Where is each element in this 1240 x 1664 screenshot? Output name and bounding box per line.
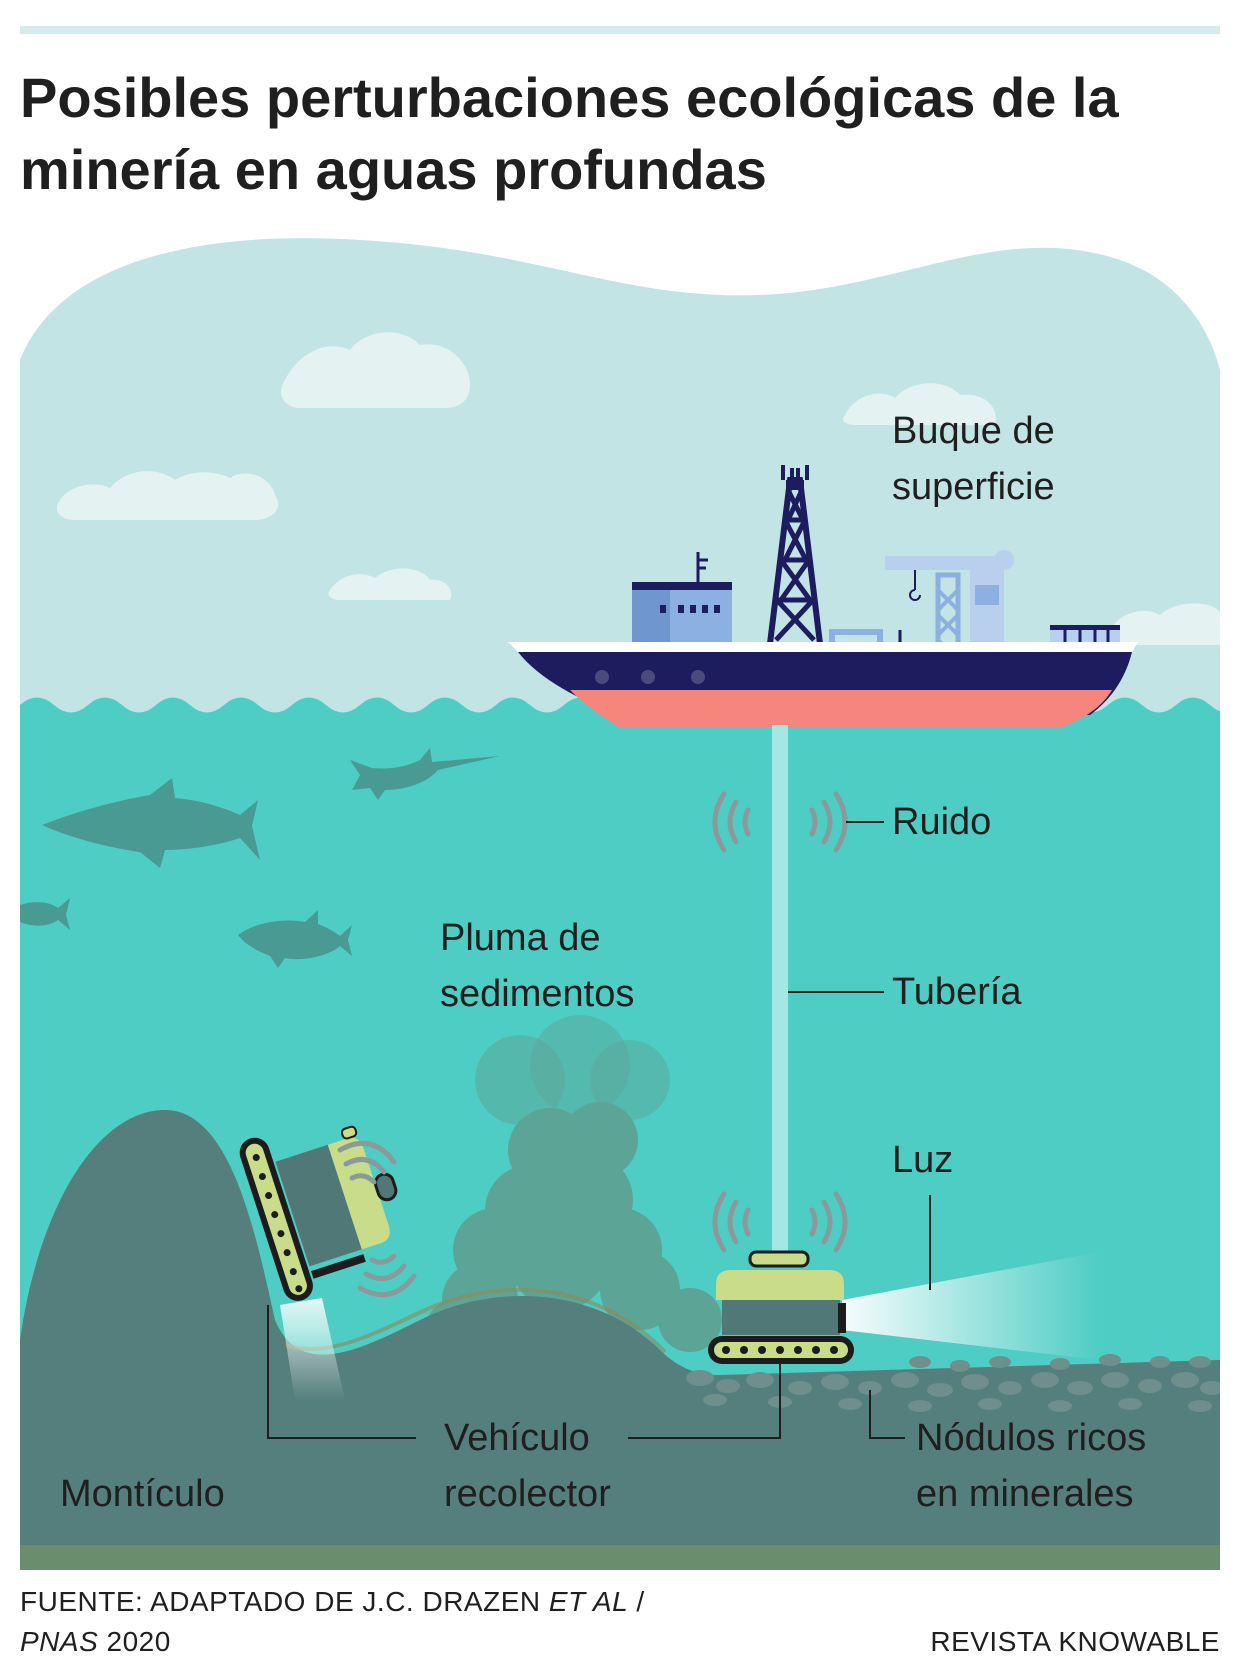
cloud xyxy=(280,332,470,408)
top-rule xyxy=(20,26,1220,34)
cloud xyxy=(328,568,452,600)
noise-waves-icon xyxy=(337,1140,417,1298)
title-line-1: Posibles perturbaciones ecológicas de la xyxy=(20,66,1119,129)
label-noise: Ruido xyxy=(892,801,992,843)
source-credit: FUENTE: ADAPTADO DE J.C. DRAZEN ET AL / … xyxy=(20,1582,645,1662)
source-line-2: PNAS 2020 xyxy=(20,1626,171,1657)
label-mound: Montículo xyxy=(60,1473,225,1515)
label-mineral-nodules: Nódulos ricos en minerales xyxy=(916,1417,1147,1515)
label-pipe: Tubería xyxy=(892,971,1022,1013)
shark-icon xyxy=(42,778,260,868)
tuna-icon xyxy=(238,910,352,968)
vehicle-light-beam xyxy=(842,1252,1100,1360)
label-collector-vehicle: Vehículo recolector xyxy=(444,1417,611,1515)
collector-vehicle xyxy=(708,1250,854,1364)
title-line-2: minería en aguas profundas xyxy=(20,138,767,201)
leader-lines xyxy=(267,821,931,1439)
publisher-credit: REVISTA KNOWABLE xyxy=(930,1626,1220,1657)
noise-waves-icon xyxy=(712,1191,848,1253)
surface-ship xyxy=(508,465,1138,728)
label-light: Luz xyxy=(892,1139,954,1181)
cloud xyxy=(843,383,996,425)
cloud xyxy=(1106,603,1220,645)
page-title: Posibles perturbaciones ecológicas de la… xyxy=(20,62,1220,206)
collector-vehicle-on-mound xyxy=(239,1125,398,1301)
riser-pipe xyxy=(772,725,788,1261)
sediment-trail xyxy=(284,1287,667,1354)
source-line-1: FUENTE: ADAPTADO DE J.C. DRAZEN ET AL / xyxy=(20,1586,645,1617)
vehicle-light-beam xyxy=(280,1298,345,1400)
swordfish-icon xyxy=(350,748,500,800)
cloud xyxy=(56,471,279,520)
label-surface-ship: Buque de superficie xyxy=(892,410,1055,508)
seafloor-base xyxy=(20,1545,1220,1570)
label-sediment-plume: Pluma de sedimentos xyxy=(440,917,635,1015)
seafloor xyxy=(20,1110,1220,1570)
noise-waves-icon xyxy=(712,791,848,853)
fish-icon xyxy=(20,898,70,930)
